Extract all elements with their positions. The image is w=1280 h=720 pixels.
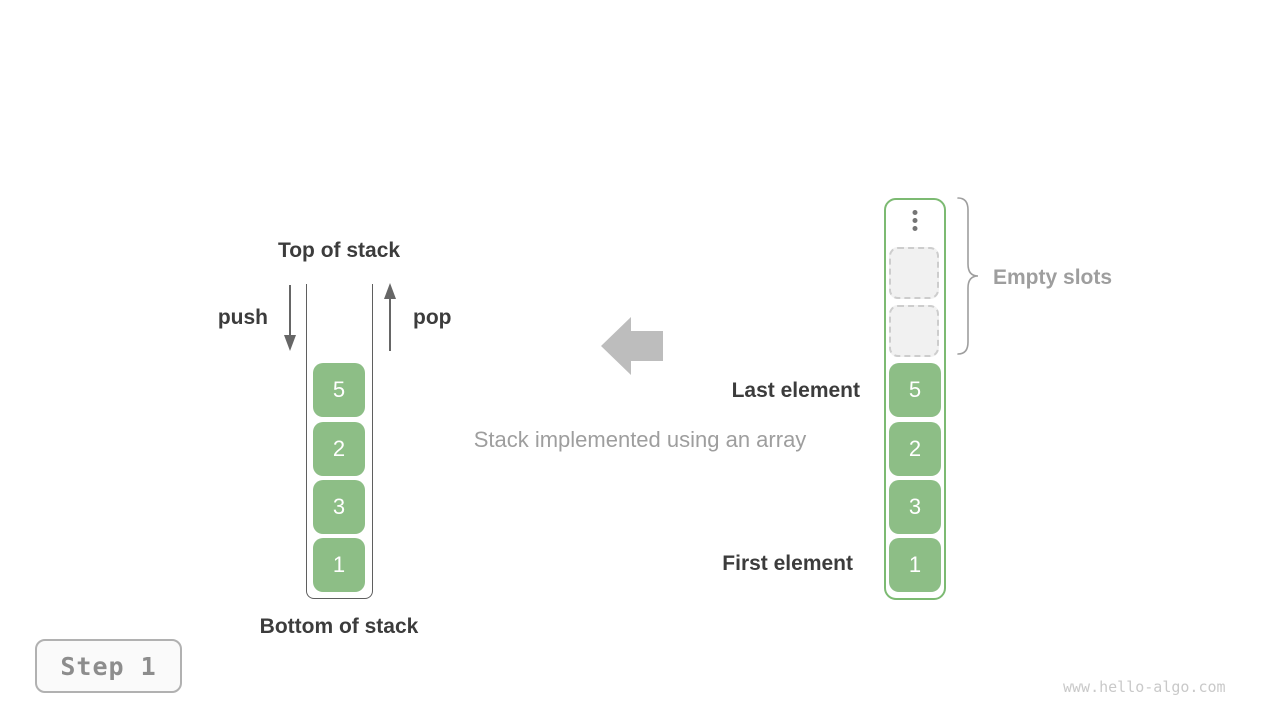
array-container: 5 2 3 1	[884, 198, 946, 600]
bottom-of-stack-label: Bottom of stack	[259, 615, 419, 638]
pop-up-arrow-icon	[384, 283, 396, 351]
vertical-ellipsis-icon	[912, 210, 918, 231]
array-block: 2	[889, 422, 941, 476]
top-of-stack-label: Top of stack	[277, 239, 401, 262]
first-element-label: First element	[722, 552, 853, 575]
array-block: 5	[889, 363, 941, 417]
empty-slot	[889, 247, 939, 299]
empty-slots-label: Empty slots	[993, 266, 1113, 289]
push-down-arrow-icon	[284, 285, 296, 351]
array-block: 1	[889, 538, 941, 592]
watermark: www.hello-algo.com	[1063, 678, 1226, 696]
last-element-label: Last element	[731, 379, 860, 402]
step-badge: Step 1	[35, 639, 182, 693]
pop-label: pop	[413, 306, 452, 329]
stack-block: 1	[313, 538, 365, 592]
stack-block: 5	[313, 363, 365, 417]
left-block-arrow-icon	[601, 317, 663, 375]
array-block: 3	[889, 480, 941, 534]
push-label: push	[217, 306, 268, 329]
stack-container: 5 2 3 1	[306, 284, 373, 599]
curly-brace-icon	[957, 197, 979, 355]
stack-block: 3	[313, 480, 365, 534]
stack-block: 2	[313, 422, 365, 476]
empty-slot	[889, 305, 939, 357]
figure-caption: Stack implemented using an array	[473, 427, 807, 452]
